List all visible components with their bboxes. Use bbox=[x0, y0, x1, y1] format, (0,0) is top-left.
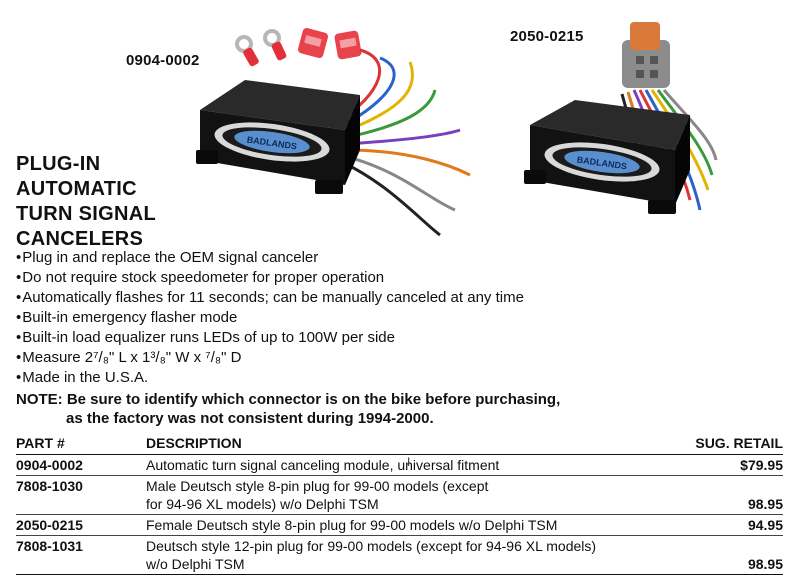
header-price: SUG. RETAIL bbox=[673, 434, 783, 455]
part-number: 0904-0002 bbox=[16, 454, 146, 476]
table-header-row: PART # DESCRIPTION SUG. RETAIL bbox=[16, 434, 783, 455]
note-line-1: NOTE: Be sure to identify which connecto… bbox=[16, 391, 561, 408]
header-part: PART # bbox=[16, 434, 146, 455]
mounting-tab-icon bbox=[196, 150, 218, 164]
feature-item: Built-in emergency flasher mode bbox=[16, 308, 716, 328]
canceler-module-left: BADLANDS bbox=[196, 80, 360, 194]
product-title: PLUG-IN AUTOMATIC TURN SIGNAL CANCELERS bbox=[16, 152, 236, 252]
part-description: Deutsch style 12-pin plug for 99-00 mode… bbox=[146, 535, 673, 575]
note-line-2: as the factory was not consistent during… bbox=[66, 410, 434, 427]
parts-table: PART # DESCRIPTION SUG. RETAIL 0904-0002… bbox=[16, 434, 783, 575]
feature-item: Plug in and replace the OEM signal cance… bbox=[16, 248, 716, 268]
title-line: PLUG-IN bbox=[16, 153, 101, 175]
feature-item: Built-in load equalizer runs LEDs of up … bbox=[16, 328, 716, 348]
product-photo: BADLANDS BADLANDS bbox=[196, 22, 718, 237]
part-price: 98.95 bbox=[673, 475, 783, 515]
part-price: 98.95 bbox=[673, 535, 783, 575]
table-row: 0904-0002 Automatic turn signal cancelin… bbox=[16, 454, 783, 476]
title-line: CANCELERS bbox=[16, 228, 144, 250]
table-row: 7808-1031 Deutsch style 12-pin plug for … bbox=[16, 535, 783, 575]
feature-item: Do not require stock speedometer for pro… bbox=[16, 268, 716, 288]
deutsch-connector-icon bbox=[622, 22, 670, 88]
part-description: Male Deutsch style 8-pin plug for 99-00 … bbox=[146, 475, 673, 515]
mounting-tab-icon bbox=[524, 170, 546, 184]
part-price: 94.95 bbox=[673, 514, 783, 536]
table-row: 2050-0215 Female Deutsch style 8-pin plu… bbox=[16, 514, 783, 536]
canceler-module-right: BADLANDS bbox=[524, 100, 690, 214]
title-line: AUTOMATIC bbox=[16, 178, 137, 200]
text-cursor-icon: I bbox=[407, 455, 411, 469]
note-block: NOTE: Be sure to identify which connecto… bbox=[16, 390, 716, 428]
title-line: TURN SIGNAL bbox=[16, 203, 156, 225]
table-row: 7808-1030 Male Deutsch style 8-pin plug … bbox=[16, 475, 783, 515]
part-number: 2050-0215 bbox=[16, 514, 146, 536]
mounting-tab-icon bbox=[315, 180, 343, 194]
feature-item: Measure 2⁷/₈" L x 1³/₈" W x ⁷/₈" D bbox=[16, 348, 716, 368]
ring-terminals-icon bbox=[235, 27, 362, 67]
feature-list: Plug in and replace the OEM signal cance… bbox=[16, 248, 716, 388]
header-description: DESCRIPTION bbox=[146, 434, 673, 455]
feature-item: Made in the U.S.A. bbox=[16, 368, 716, 388]
part-description: Automatic turn signal canceling module, … bbox=[146, 454, 673, 476]
callout-left-part: 0904-0002 bbox=[126, 52, 200, 69]
part-description: Female Deutsch style 8-pin plug for 99-0… bbox=[146, 514, 673, 536]
part-number: 7808-1030 bbox=[16, 475, 146, 515]
part-number: 7808-1031 bbox=[16, 535, 146, 575]
part-price: $79.95 bbox=[673, 454, 783, 476]
callout-right-part: 2050-0215 bbox=[510, 28, 584, 45]
feature-item: Automatically flashes for 11 seconds; ca… bbox=[16, 288, 716, 308]
mounting-tab-icon bbox=[648, 200, 676, 214]
